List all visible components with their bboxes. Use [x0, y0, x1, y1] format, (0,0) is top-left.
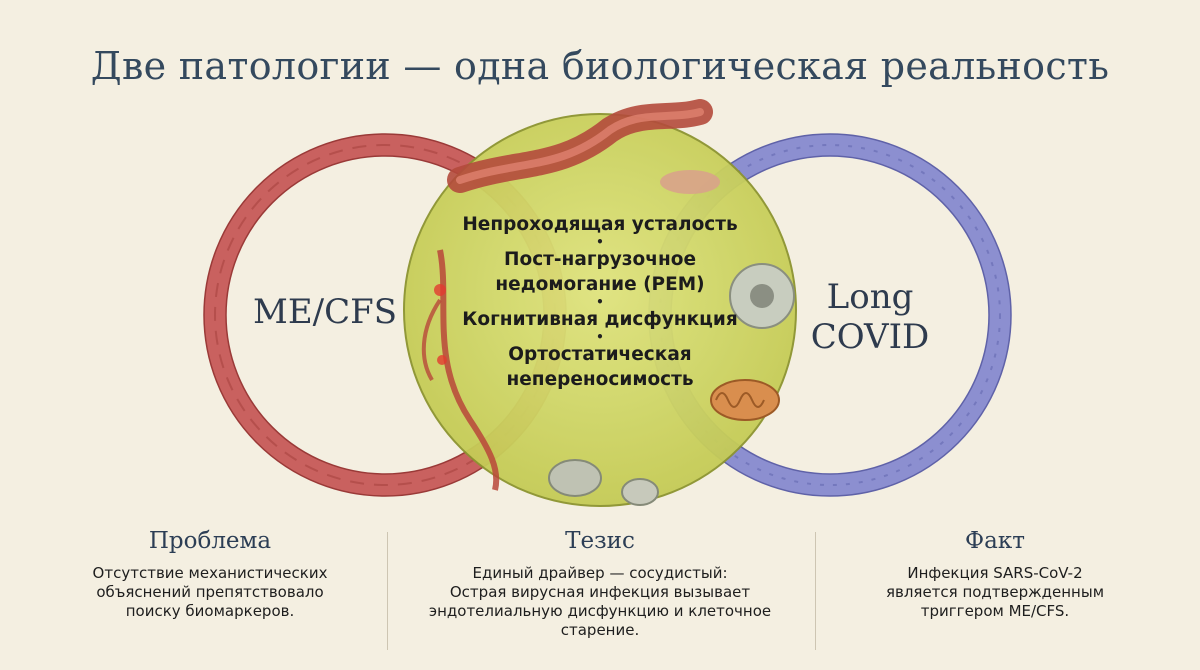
mitochondrion-icon — [710, 379, 780, 421]
symptom-item: недомогание (PEM) — [495, 274, 705, 295]
thesis-text: Единый драйвер — сосудистый: Острая виру… — [428, 564, 772, 639]
column-divider — [387, 532, 388, 650]
symptom-item: Ортостатическая — [508, 344, 692, 365]
fact-heading: Факт — [965, 528, 1025, 554]
cell-icon — [548, 459, 602, 497]
problem-heading: Проблема — [148, 528, 272, 554]
symptom-item: непереносимость — [506, 369, 694, 390]
thesis-column: Тезис Единый драйвер — сосудистый: Остра… — [395, 528, 805, 640]
shared-symptoms-list: Непроходящая усталость • Пост-нагрузочно… — [430, 212, 770, 392]
problem-column: Проблема Отсутствие механистических объя… — [40, 528, 380, 621]
separator-dot: • — [596, 330, 604, 344]
symptom-item: Когнитивная дисфункция — [462, 309, 738, 330]
me-cfs-label-text: ME/CFS — [253, 292, 397, 332]
symptom-item: Пост-нагрузочное — [504, 249, 696, 270]
long-covid-label-line1: Long — [826, 277, 914, 317]
overlap-circle — [403, 99, 797, 507]
separator-dot: • — [596, 235, 604, 249]
page-title: Две патологии — одна биологическая реаль… — [90, 44, 1110, 88]
separator-dot: • — [596, 295, 604, 309]
long-covid-label-line2: COVID — [810, 317, 930, 357]
cell-icon — [660, 170, 720, 194]
fact-column: Факт Инфекция SARS-CoV-2 является подтве… — [825, 528, 1165, 621]
fact-text: Инфекция SARS-CoV-2 является подтвержден… — [885, 564, 1105, 620]
symptom-item: Непроходящая усталость — [462, 214, 738, 235]
problem-text: Отсутствие механистических объяснений пр… — [92, 564, 328, 620]
me-cfs-label: ME/CFS — [245, 292, 405, 332]
cell-icon — [621, 478, 659, 506]
long-covid-label: Long COVID — [800, 277, 940, 357]
column-divider — [815, 532, 816, 650]
thesis-heading: Тезис — [565, 528, 635, 554]
